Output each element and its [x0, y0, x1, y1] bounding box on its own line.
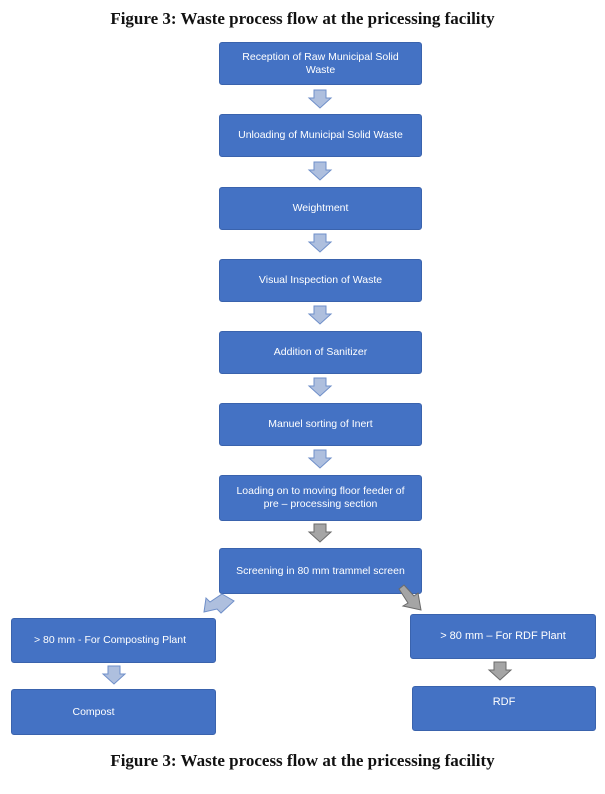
- arrow-down-compost: [101, 665, 127, 685]
- arrow-down-4: [307, 305, 333, 325]
- step-sanitizer: Addition of Sanitizer: [219, 331, 422, 374]
- output-rdf: RDF: [412, 686, 596, 731]
- arrow-down-2: [307, 161, 333, 181]
- arrow-to-composting: [203, 593, 235, 614]
- step-weightment: Weightment: [219, 187, 422, 230]
- arrow-to-rdf: [398, 584, 422, 611]
- output-compost: Compost: [11, 689, 216, 735]
- figure-caption-top: Figure 3: Waste process flow at the pric…: [110, 9, 495, 28]
- arrow-down-6: [307, 449, 333, 469]
- step-visual-inspection: Visual Inspection of Waste: [219, 259, 422, 302]
- arrow-down-7: [307, 523, 333, 543]
- branch-rdf: > 80 mm – For RDF Plant: [410, 614, 596, 659]
- arrow-down-1: [307, 89, 333, 109]
- step-unloading: Unloading of Municipal Solid Waste: [219, 114, 422, 157]
- arrow-down-rdf: [487, 661, 513, 681]
- step-screening: Screening in 80 mm trammel screen: [219, 548, 422, 594]
- arrow-down-3: [307, 233, 333, 253]
- step-loading: Loading on to moving floor feeder of pre…: [219, 475, 422, 521]
- figure-caption-bottom: Figure 3: Waste process flow at the pric…: [110, 751, 495, 770]
- step-manual-sorting: Manuel sorting of Inert: [219, 403, 422, 446]
- step-reception: Reception of Raw Municipal Solid Waste: [219, 42, 422, 85]
- arrow-down-5: [307, 377, 333, 397]
- branch-composting: > 80 mm - For Composting Plant: [11, 618, 216, 663]
